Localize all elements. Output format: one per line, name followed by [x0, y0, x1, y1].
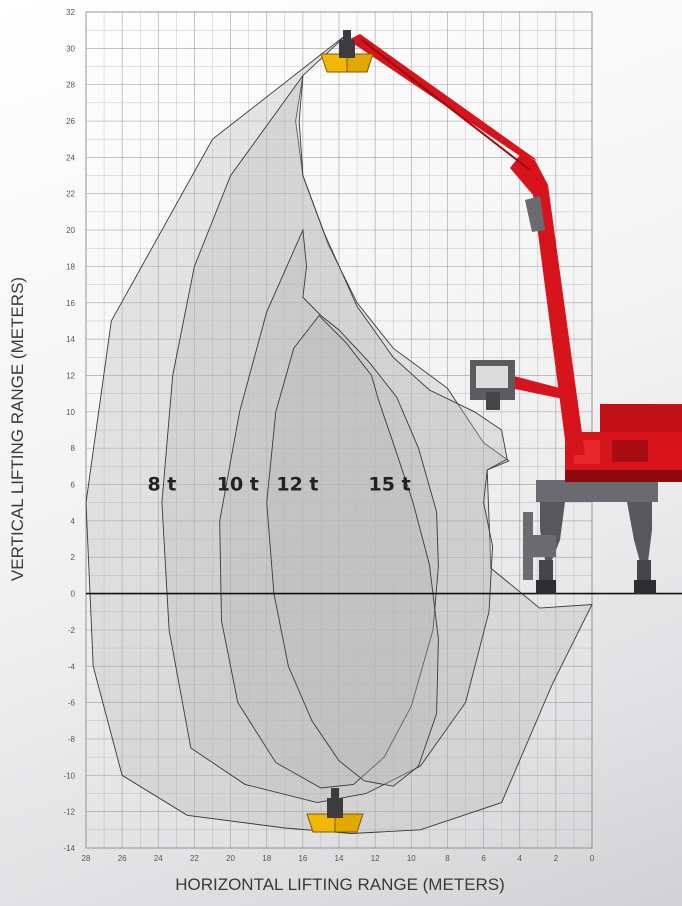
y-tick-label: 22	[66, 190, 75, 199]
y-tick-label: 4	[71, 517, 76, 526]
capacity-label: 12 t	[276, 474, 318, 496]
y-tick-label: 14	[66, 335, 75, 344]
x-tick-label: 26	[118, 854, 127, 863]
y-tick-label: 32	[66, 8, 75, 17]
plot-frame	[85, 11, 593, 849]
x-axis-title: HORIZONTAL LIFTING RANGE (METERS)	[175, 875, 505, 894]
x-tick-label: 12	[371, 854, 380, 863]
y-tick-label: 10	[66, 408, 75, 417]
y-tick-label: -12	[63, 808, 75, 817]
x-tick-label: 2	[554, 854, 559, 863]
y-tick-label: -4	[68, 662, 76, 671]
x-tick-label: 6	[481, 854, 486, 863]
x-tick-label: 20	[226, 854, 235, 863]
crane-house	[565, 404, 682, 482]
crane-undercarriage	[523, 480, 658, 594]
x-tick-label: 28	[82, 854, 91, 863]
y-tick-label: 12	[66, 371, 75, 380]
crane-stick	[348, 34, 537, 160]
y-tick-label: 6	[71, 481, 76, 490]
capacity-label: 10 t	[217, 474, 259, 496]
clamshell-grab-icon	[306, 788, 364, 833]
x-tick-label: 8	[445, 854, 450, 863]
y-tick-label: 8	[71, 444, 76, 453]
y-tick-label: 24	[66, 153, 75, 162]
y-tick-label: 20	[66, 226, 75, 235]
zone-10t	[161, 74, 508, 804]
zone-8t	[85, 31, 593, 834]
y-tick-label: 0	[71, 590, 76, 599]
y-axis-title: VERTICAL LIFTING RANGE (METERS)	[8, 277, 27, 581]
clamshell-grab-icon	[320, 30, 374, 73]
x-tick-label: 22	[190, 854, 199, 863]
chart-grid	[85, 11, 593, 849]
y-tick-label: -8	[68, 735, 76, 744]
y-tick-label: 2	[71, 553, 76, 562]
capacity-labels: 8 t 10 t 12 t 15 t	[147, 474, 410, 496]
x-tick-label: 18	[262, 854, 271, 863]
zone-12t	[219, 228, 439, 789]
x-tick-label: 10	[407, 854, 416, 863]
crane-boom	[510, 155, 585, 455]
capacity-label: 15 t	[369, 474, 411, 496]
crane-cab	[470, 360, 578, 410]
y-tick-label: -6	[68, 699, 76, 708]
y-tick-label: 18	[66, 262, 75, 271]
y-tick-label: 16	[66, 299, 75, 308]
x-tick-label: 24	[154, 854, 163, 863]
y-tick-label: 26	[66, 117, 75, 126]
x-tick-label: 0	[590, 854, 595, 863]
x-tick-label: 4	[517, 854, 522, 863]
y-tick-label: 28	[66, 81, 75, 90]
capacity-zones	[85, 31, 593, 834]
capacity-label: 8 t	[147, 474, 176, 496]
zone-15t	[266, 314, 439, 787]
x-tick-label: 14	[335, 854, 344, 863]
x-tick-label: 16	[298, 854, 307, 863]
y-tick-label: 30	[66, 44, 75, 53]
crane-illustration	[348, 34, 682, 594]
y-tick-label: -10	[63, 771, 75, 780]
y-tick-label: -2	[68, 626, 76, 635]
y-tick-label: -14	[63, 844, 75, 853]
